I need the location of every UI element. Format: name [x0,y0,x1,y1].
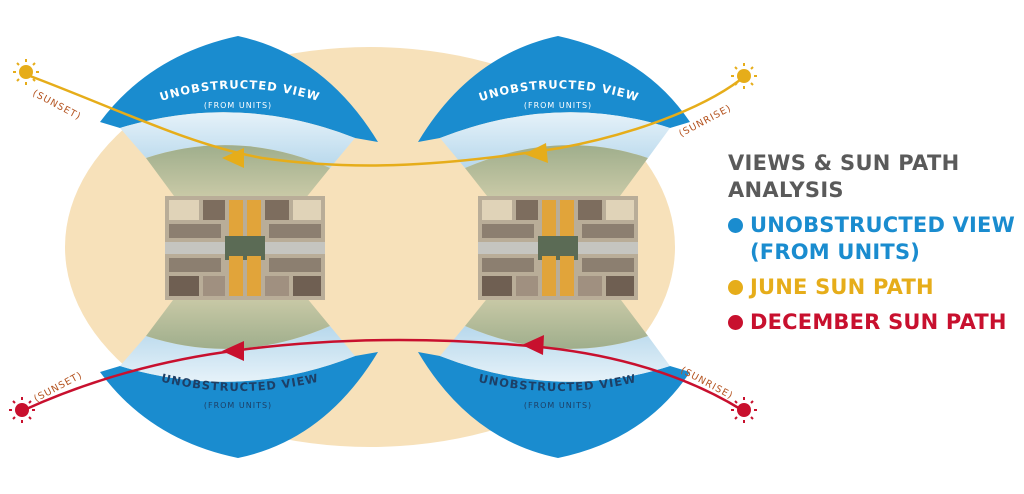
floor-plan [478,196,638,300]
arrow-icon [222,341,244,361]
view-arc-left-bottom [100,352,378,458]
legend-title-line: ANALYSIS [728,178,844,202]
legend-dot-icon [728,280,743,295]
view-sublabel-right-bottom: (FROM UNITS) [524,401,592,410]
view-sublabel-left-top: (FROM UNITS) [204,101,272,110]
legend-title-line: VIEWS & SUN PATH [728,151,960,175]
legend-label-line: (FROM UNITS) [750,240,921,264]
view-sublabel-left-bottom: (FROM UNITS) [204,401,272,410]
legend-label: DECEMBER SUN PATH [750,310,1007,334]
legend-dot-icon [728,315,743,330]
legend-item-december-sun-path: DECEMBER SUN PATH [728,309,1020,336]
legend-title: VIEWS & SUN PATH ANALYSIS [728,150,1020,204]
arrow-icon [522,335,544,355]
december-sun-path [23,338,743,412]
sun-icon [9,397,35,423]
sun-icon [731,397,757,423]
view-sublabel-right-top: (FROM UNITS) [524,101,592,110]
legend-label-line: UNOBSTRUCTED VIEW [750,213,1015,237]
view-arc-right-bottom [418,352,690,458]
june-sun-path [29,74,741,167]
legend: VIEWS & SUN PATH ANALYSIS UNOBSTRUCTED V… [728,150,1020,336]
view-arc-left-top-inner [120,112,355,168]
sun-icon [13,59,39,85]
view-arc-left-top [100,36,378,142]
legend-label: UNOBSTRUCTED VIEW (FROM UNITS) [750,212,1015,266]
arrow-icon [222,148,244,168]
legend-item-unobstructed-view: UNOBSTRUCTED VIEW (FROM UNITS) [728,212,1020,266]
left-building-group [100,36,378,458]
floor-plan [165,196,325,300]
legend-item-june-sun-path: JUNE SUN PATH [728,274,1020,301]
view-arc-right-top-inner [440,112,670,168]
sun-icon [731,63,757,89]
right-building-group [418,36,690,458]
arrow-icon [524,143,548,163]
legend-label: JUNE SUN PATH [750,275,934,299]
view-arc-right-top [418,36,690,142]
view-arc-right-bottom-inner [440,326,670,382]
legend-dot-icon [728,218,743,233]
